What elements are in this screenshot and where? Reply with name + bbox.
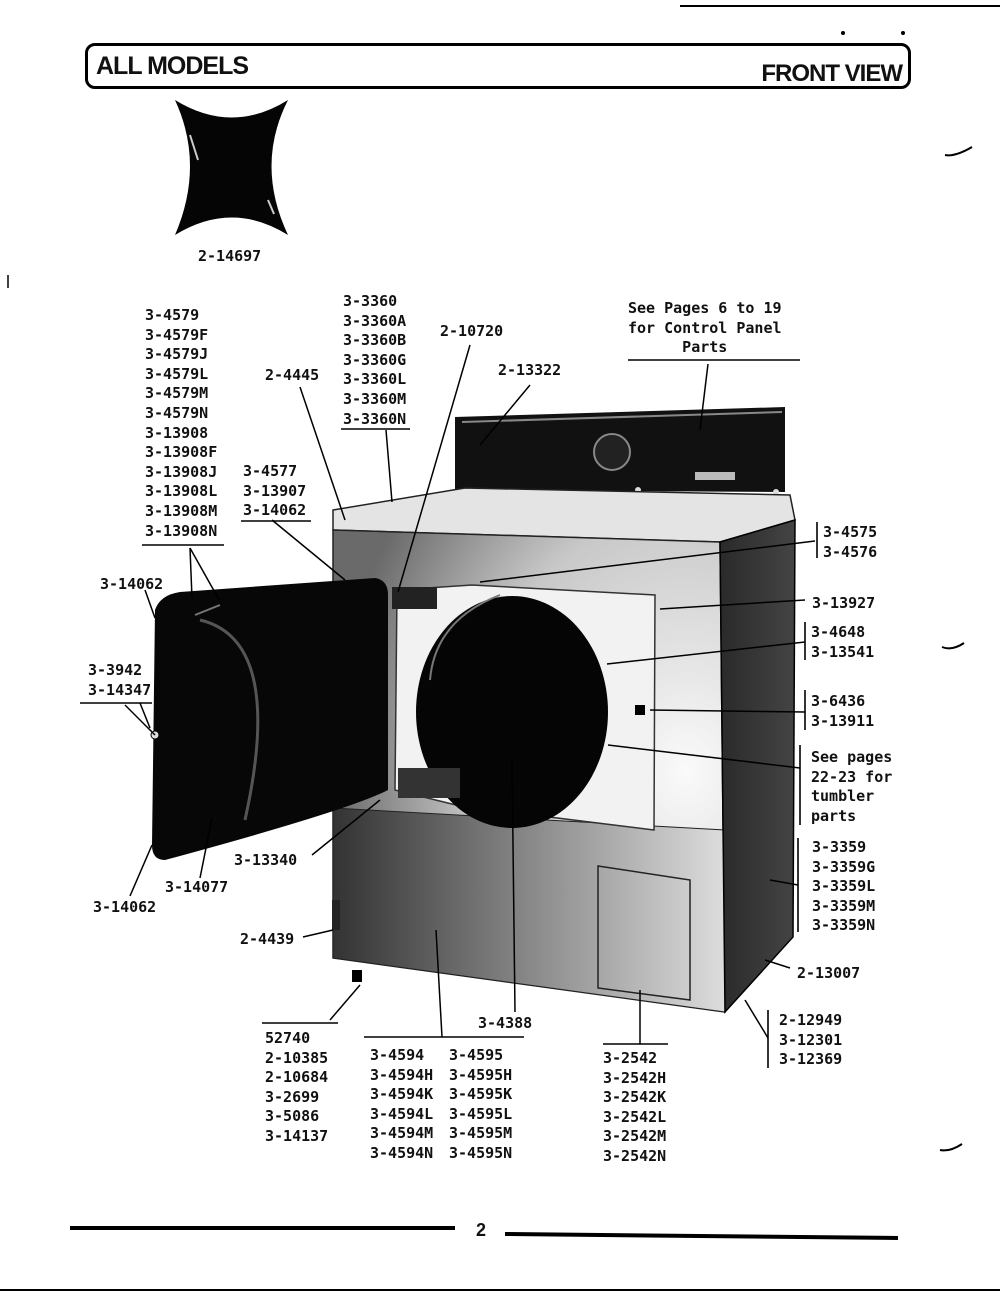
label-3-14062-top: 3-14062	[100, 575, 164, 593]
cabinet-side	[719, 518, 796, 1014]
label-3-4388: 3-4388	[478, 1014, 533, 1032]
label-2-4445: 2-4445	[265, 366, 320, 384]
label-control-panel-note: See Pages 6 to 19 for Control Panel Part…	[628, 299, 782, 357]
label-leg-list: 52740 2-10385 2-10684 3-2699 3-5086 3-14…	[265, 1029, 329, 1145]
label-side-6436: 3-6436 3-13911	[811, 692, 875, 730]
label-3-13927: 3-13927	[812, 594, 876, 612]
label-3-14077: 3-14077	[165, 878, 229, 896]
label-door-latch: 3-3942 3-14347	[88, 661, 152, 699]
label-3-13340: 3-13340	[234, 851, 298, 869]
label-2-10720: 2-10720	[440, 322, 504, 340]
drum-opening	[416, 596, 608, 828]
label-door-seal-list: 3-4579 3-4579F 3-4579J 3-4579L 3-4579M 3…	[145, 306, 218, 540]
label-side-4648: 3-4648 3-13541	[811, 623, 875, 661]
open-door	[152, 578, 388, 860]
label-2-4439: 2-4439	[240, 930, 295, 948]
label-tumbler-note: See pages 22-23 for tumbler parts	[811, 748, 893, 825]
label-panel-list-a: 3-4594 3-4594H 3-4594K 3-4594L 3-4594M 3…	[370, 1046, 434, 1162]
header-frame	[85, 43, 911, 89]
label-access-list: 3-2542 3-2542H 3-2542K 3-2542L 3-2542M 3…	[603, 1049, 667, 1165]
label-hinge-list: 3-4577 3-13907 3-14062	[243, 462, 307, 520]
label-2-13007: 2-13007	[797, 964, 861, 982]
page-number: 2	[476, 1220, 487, 1240]
lower-panel	[332, 807, 726, 1013]
label-panel-list-b: 3-4595 3-4595H 3-4595K 3-4595L 3-4595M 3…	[449, 1046, 513, 1162]
label-side-12949: 2-12949 3-12301 3-12369	[779, 1011, 843, 1069]
label-side-4575: 3-4575 3-4576	[823, 523, 878, 561]
label-3-14062-bottom: 3-14062	[93, 898, 157, 916]
pad-shape	[175, 100, 288, 235]
label-top-list: 3-3360 3-3360A 3-3360B 3-3360G 3-3360L 3…	[343, 292, 407, 428]
label-2-13322: 2-13322	[498, 361, 562, 379]
label-pad-part: 2-14697	[198, 247, 262, 265]
label-side-3359: 3-3359 3-3359G 3-3359L 3-3359M 3-3359N	[812, 838, 876, 935]
header-left-title: ALL MODELS	[96, 52, 249, 80]
header-right-title: FRONT VIEW	[761, 60, 903, 87]
